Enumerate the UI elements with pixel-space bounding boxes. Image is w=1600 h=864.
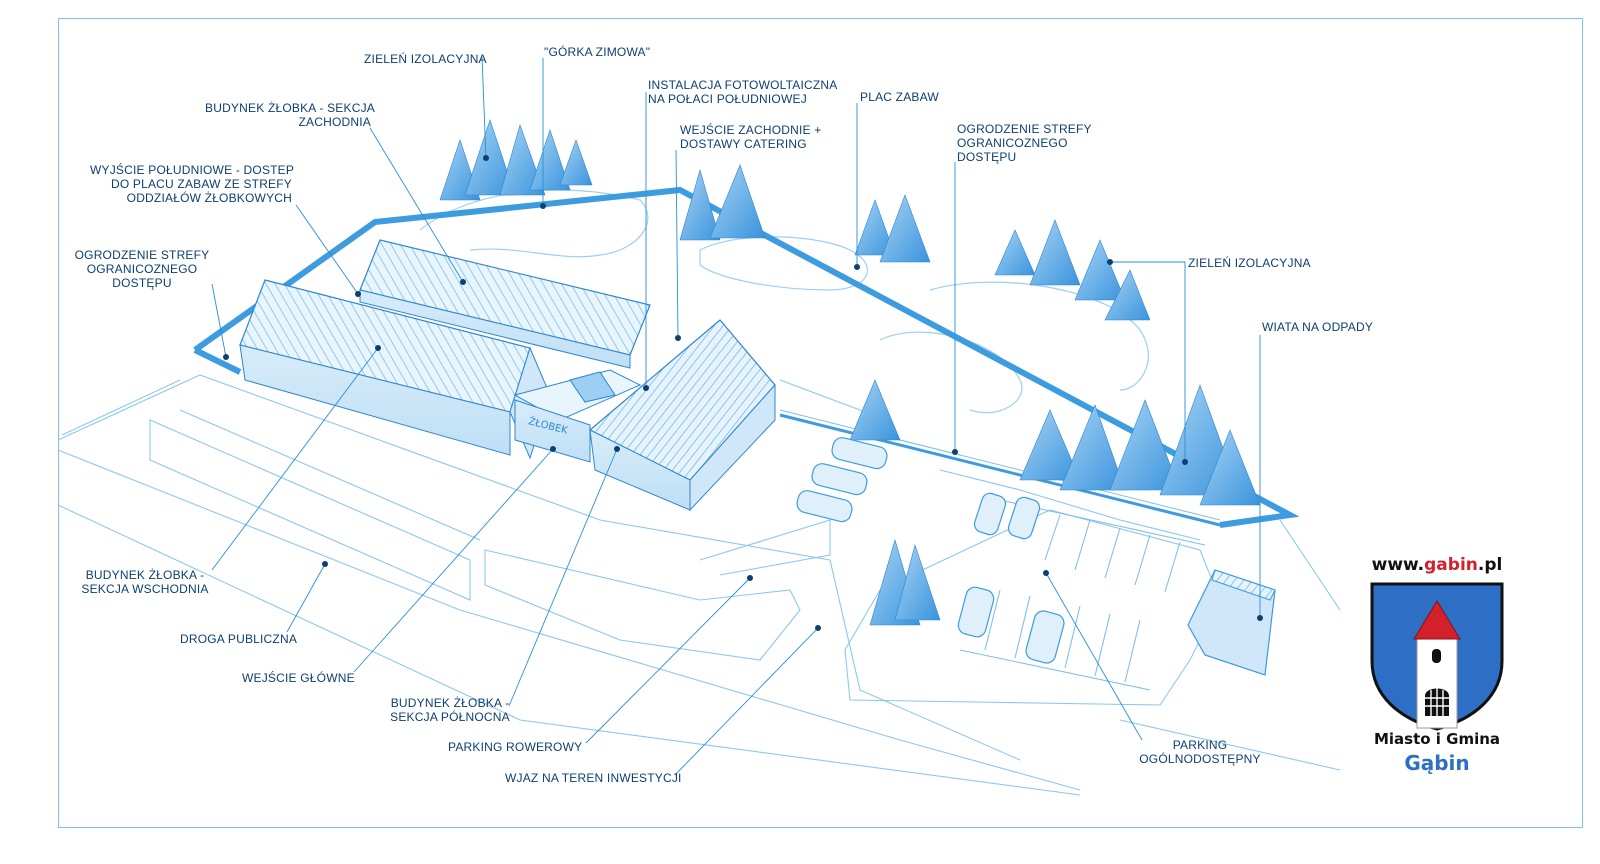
label-droga-publiczna: DROGA PUBLICZNA xyxy=(180,632,298,646)
label-wiata-na-odpady: WIATA NA ODPADY xyxy=(1262,320,1374,334)
waste-shelter xyxy=(1187,569,1276,676)
label-wejscie-glowne: WEJŚCIE GŁÓWNE xyxy=(242,671,355,685)
label-zielen-izolacyjna-top: ZIELEŃ IZOLACYJNA xyxy=(364,52,487,66)
label-parking-rowerowy: PARKING ROWEROWY xyxy=(448,740,583,754)
label-wjazd: WJAZ NA TEREN INWESTYCJI xyxy=(505,771,682,785)
trees xyxy=(439,119,1261,626)
leader-lines xyxy=(211,56,1261,776)
label-budynek-wschodnia: BUDYNEK ŻŁOBKA -SEKCJA WSCHODNIA xyxy=(81,568,209,596)
ground-lines xyxy=(57,374,1341,796)
building-west-wing xyxy=(359,239,651,369)
label-wejscie-zachodnie: WEJŚCIE ZACHODNIE +DOSTAWY CATERING xyxy=(680,123,822,151)
coat-of-arms-icon xyxy=(1370,582,1504,731)
parking-lines xyxy=(959,499,1206,691)
logo-city-line: Miasto i Gmina xyxy=(1373,730,1501,748)
leader-dots xyxy=(223,155,1263,631)
building-connector: ŻŁOBEK xyxy=(513,369,642,463)
logo-url: www.gabin.pl xyxy=(1371,555,1503,575)
logo-town: Gąbin xyxy=(1404,751,1470,775)
label-gorka-zimowa: "GÓRKA ZIMOWA" xyxy=(544,45,651,59)
cars xyxy=(796,437,1065,664)
gabin-logo: www.gabin.pl Miasto i Gmina Gąbin xyxy=(1352,555,1522,780)
label-zielen-izolacyjna-right: ZIELEŃ IZOLACYJNA xyxy=(1188,256,1311,270)
label-budynek-polnocna: BUDYNEK ŻŁOBKA -SEKCJA PÓŁNOCNA xyxy=(390,696,510,724)
label-plac-zabaw: PLAC ZABAW xyxy=(860,90,939,104)
drawing-frame xyxy=(58,18,1583,828)
